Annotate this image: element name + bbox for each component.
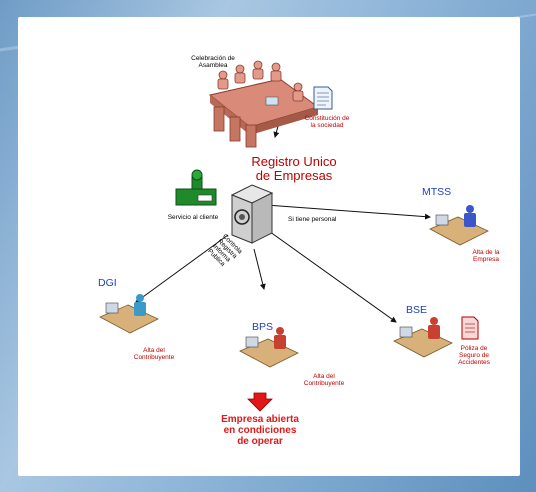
document-icon [313,86,333,110]
condition-label: Si tiene personal [288,216,337,223]
arrow-registry-bps [253,248,266,290]
registry-title: Registro Unico de Empresas [251,154,337,184]
connector-layer [99,60,489,412]
diagram-canvas: Celebración de Asamblea Constitución de … [18,17,520,476]
down-arrow-icon [247,392,273,412]
fax-machine-icon [175,169,217,206]
result-label: Empresa abierta en condiciones de operar [221,414,299,447]
office-dgi-action: Alta del Contribuyente [133,347,175,362]
office-worker-icon [99,205,489,368]
office-bps-action: Alta del Contribuyente [303,373,345,388]
office-mtss-action: Alta de la Empresa [472,249,500,264]
arrow-registry-mtss [265,204,431,220]
meeting-table-icon [208,60,320,148]
office-dgi-name: DGI [98,277,117,289]
office-bse-name: BSE [406,304,428,316]
arrow-registry-dgi [135,234,229,303]
office-bse-action: Póliza de Seguro de Accidentes [458,345,490,367]
office-bps-name: BPS [252,321,274,333]
server-icon [230,184,274,244]
assembly-label: Celebración de Asamblea [191,55,235,70]
office-mtss-name: MTSS [422,186,452,198]
arrow-registry-bse [265,228,397,323]
service-label: Servicio al cliente [167,214,219,221]
constitution-label: Constitución de la sociedad [304,115,350,130]
policy-document-icon [461,316,479,340]
